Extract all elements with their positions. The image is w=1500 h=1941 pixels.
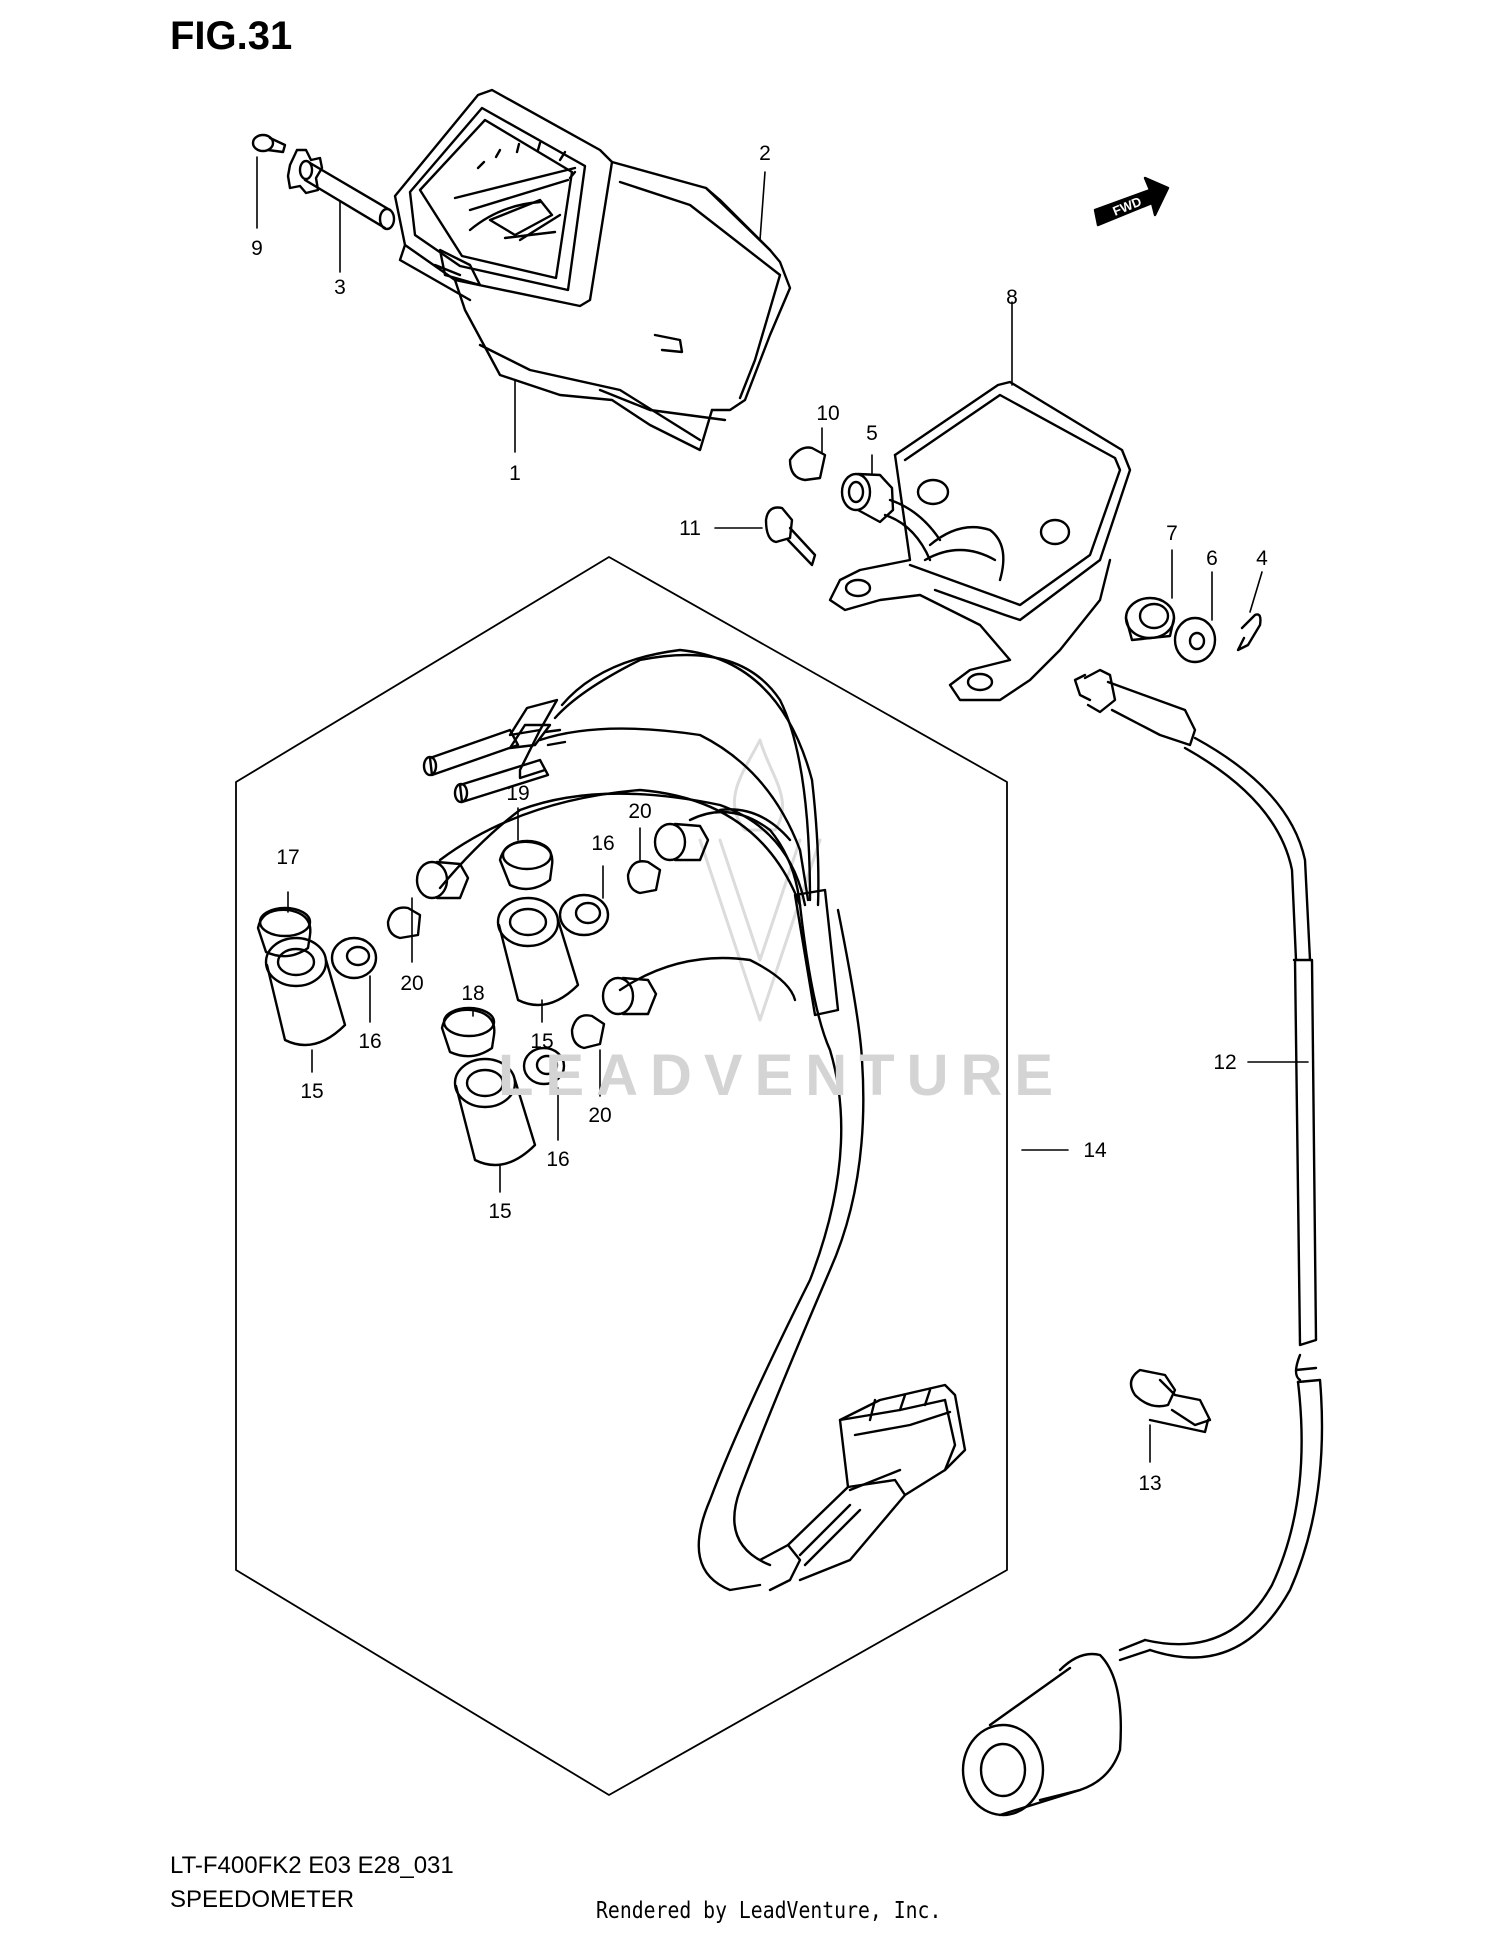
part-16-washer-upper	[558, 893, 610, 937]
part-17-indicator-cap	[256, 906, 312, 958]
fwd-arrow-icon	[1093, 176, 1170, 227]
callout-16-upper: 16	[591, 832, 614, 855]
callout-12: 12	[1213, 1051, 1236, 1074]
part-20-bulb-left	[386, 860, 470, 940]
part-8-bracket	[828, 380, 1132, 702]
part-20-bulb-lower	[570, 976, 658, 1050]
callout-20-upper: 20	[628, 800, 651, 823]
callout-18: 18	[461, 982, 484, 1005]
callout-20-left: 20	[400, 972, 423, 995]
fwd-label: FWD	[1111, 194, 1144, 219]
callout-16-lower: 16	[546, 1148, 569, 1171]
callout-17: 17	[276, 846, 299, 869]
callout-7: 7	[1166, 522, 1178, 545]
part-6-washer	[1173, 616, 1217, 664]
watermark-text: LEADVENTURE	[498, 1043, 1066, 1108]
part-19-indicator-cap	[498, 839, 554, 891]
callout-15-left: 15	[300, 1080, 323, 1103]
section-name: SPEEDOMETER	[170, 1886, 355, 1913]
callout-20-lower: 20	[588, 1104, 611, 1127]
part-20-bulb-upper	[626, 822, 710, 895]
part-14-wiring-harness	[422, 648, 967, 1592]
render-credit: Rendered by LeadVenture, Inc.	[596, 1898, 942, 1924]
callout-16-left: 16	[358, 1030, 381, 1053]
part-15-lens-holder-lower	[453, 1057, 537, 1167]
part-14-harness-boundary	[235, 556, 1008, 1796]
callout-15-center: 15	[530, 1030, 553, 1053]
speedometer-meter-assembly	[393, 88, 792, 452]
callout-11: 11	[679, 517, 701, 540]
callout-1: 1	[509, 462, 521, 485]
part-16-washer-left	[330, 936, 378, 980]
callout-6: 6	[1206, 547, 1218, 570]
callout-13: 13	[1138, 1472, 1161, 1495]
callout-8: 8	[1006, 286, 1018, 309]
callout-4: 4	[1256, 547, 1268, 570]
callout-9: 9	[251, 237, 263, 260]
callout-numbers: 1 2 3 4 5 6 7 8 9 10 11 12 13 14 15 15 1…	[251, 142, 1268, 1495]
figure-title: FIG.31	[170, 14, 293, 58]
part-15-lens-holder-center	[496, 896, 580, 1007]
callout-15-lower: 15	[488, 1200, 511, 1223]
callout-3: 3	[334, 276, 346, 299]
callout-14: 14	[1083, 1139, 1107, 1162]
part-10-bulb	[788, 446, 827, 482]
callout-19: 19	[506, 782, 529, 805]
leader-lines	[256, 156, 1309, 1463]
callout-2: 2	[759, 142, 771, 165]
part-16-washer-lower	[522, 1046, 566, 1086]
model-code: LT-F400FK2 E03 E28_031	[170, 1852, 454, 1879]
callout-10: 10	[816, 402, 839, 425]
part-5-socket	[840, 472, 942, 562]
part-4-clip	[1236, 613, 1262, 652]
part-18-indicator-cap	[440, 1006, 496, 1058]
callout-5: 5	[866, 422, 878, 445]
part-9-screw	[251, 133, 287, 154]
part-11-screw	[764, 506, 817, 567]
part-7-grommet	[1124, 596, 1176, 642]
part-13-clamp	[1129, 1368, 1212, 1434]
part-3-gear-shaft	[286, 148, 396, 231]
part-12-speedometer-cable	[961, 668, 1324, 1817]
part-15-lens-holder-left	[264, 936, 347, 1047]
